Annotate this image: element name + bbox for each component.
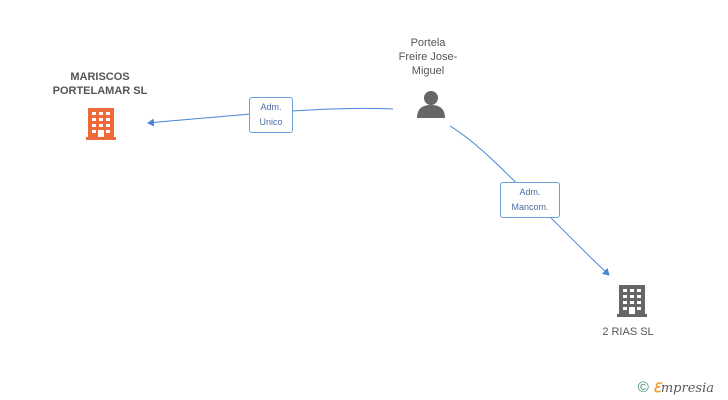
person-label-line: Portela xyxy=(410,37,446,49)
company-label-line: PORTELAMAR SL xyxy=(52,85,148,97)
copyright-icon: © xyxy=(637,379,649,396)
edge-label-line: Unico xyxy=(259,117,283,127)
edge-label-adm-unico[interactable]: Adm. Unico xyxy=(249,97,293,133)
empresia-logo: ©ℇmpresia xyxy=(638,379,714,396)
company-label-mariscos[interactable]: MARISCOS PORTELAMAR SL xyxy=(30,70,170,98)
person-label-line: Miguel xyxy=(411,65,445,77)
building-icon[interactable] xyxy=(86,108,116,140)
building-icon[interactable] xyxy=(617,285,647,317)
company-label-2rias[interactable]: 2 RIAS SL xyxy=(592,325,664,339)
edge-label-line: Adm. xyxy=(260,102,282,112)
person-icon[interactable] xyxy=(417,91,445,118)
company-label-line: MARISCOS xyxy=(70,71,130,83)
person-label-line: Freire Jose- xyxy=(398,51,458,63)
brand-e: ℇ xyxy=(652,381,661,396)
edge-label-adm-mancom[interactable]: Adm. Mancom. xyxy=(500,182,560,218)
brand-name: mpresia xyxy=(660,381,714,396)
company-label-line: 2 RIAS SL xyxy=(602,326,654,338)
edge-label-line: Adm. xyxy=(519,187,541,197)
edge-label-line: Mancom. xyxy=(511,202,549,212)
person-label[interactable]: Portela Freire Jose- Miguel xyxy=(376,36,480,78)
